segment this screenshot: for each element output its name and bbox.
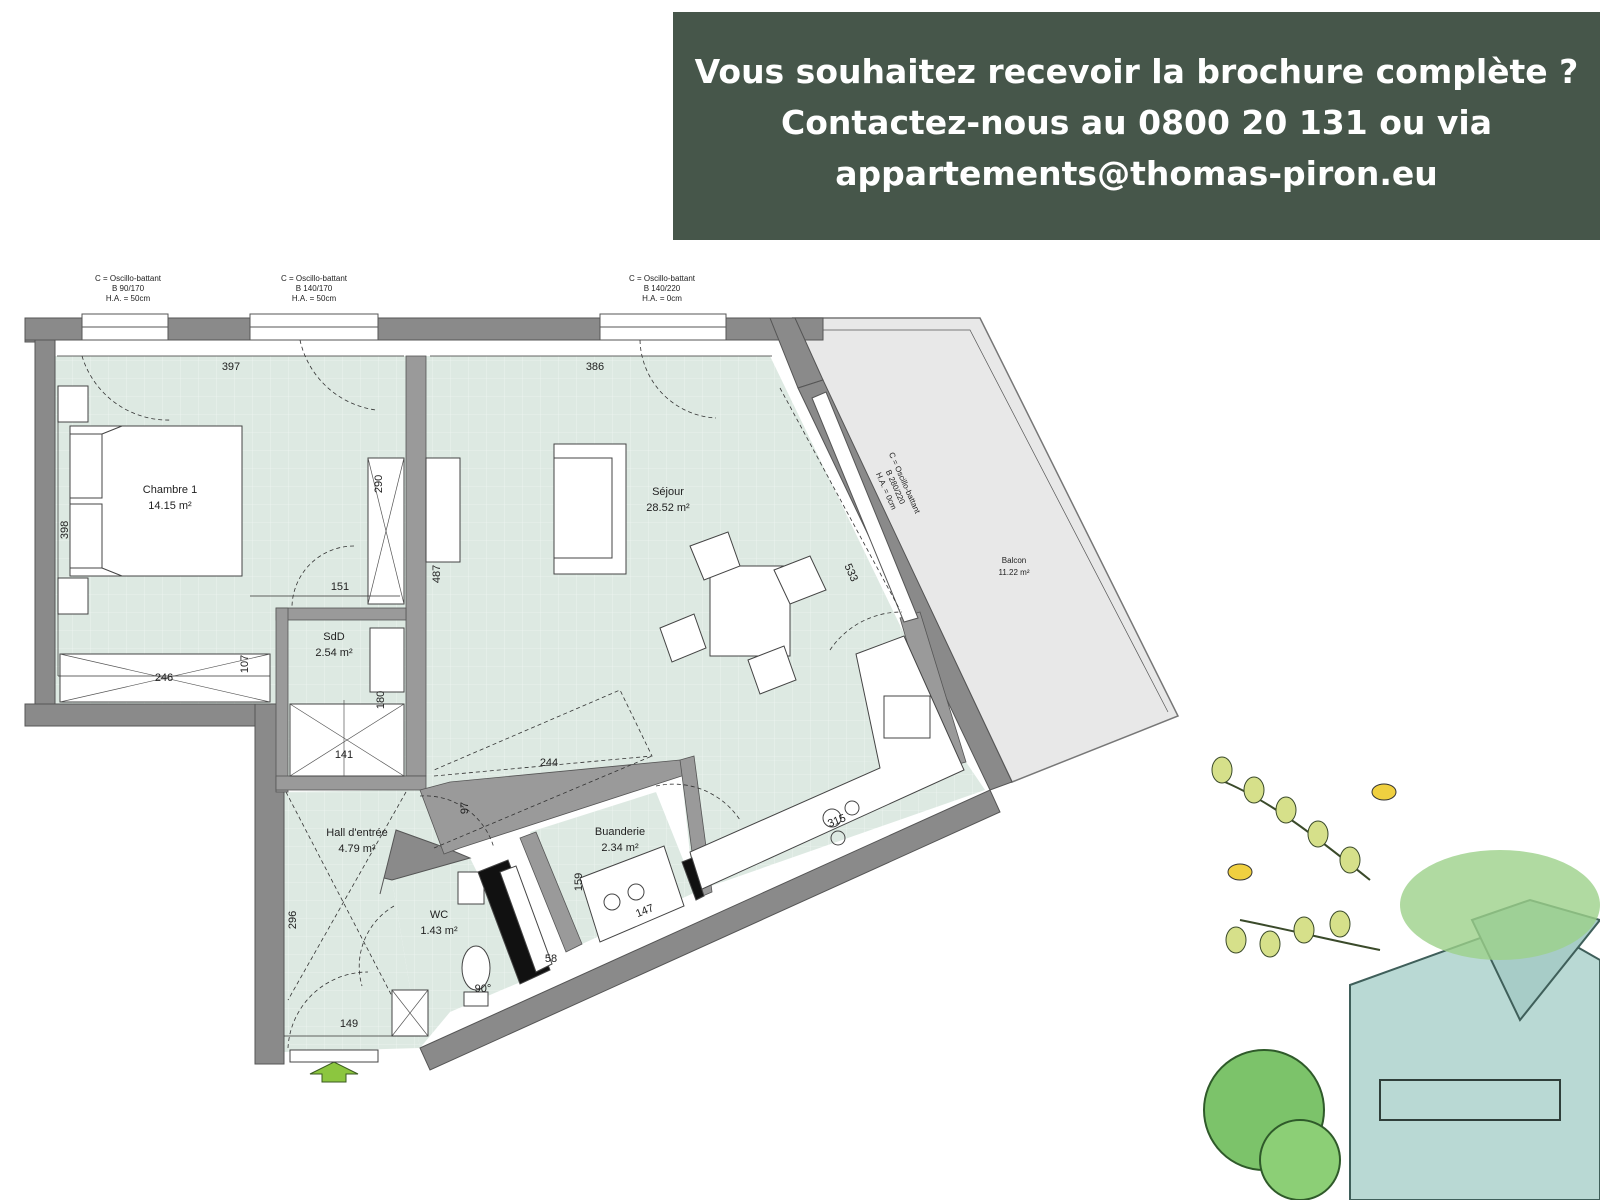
- room-area-wc: 1.43 m²: [420, 925, 458, 937]
- svg-text:C = Oscillo-battant: C = Oscillo-battant: [95, 274, 162, 283]
- entrance-door: [289, 1049, 379, 1063]
- room-name-balcon: Balcon: [1002, 556, 1026, 565]
- svg-text:C = Oscillo-battant: C = Oscillo-battant: [629, 274, 696, 283]
- laundry-fixtures: [579, 845, 705, 943]
- dim-107: 107: [239, 655, 251, 673]
- svg-text:H.A. = 50cm: H.A. = 50cm: [292, 294, 337, 303]
- svg-text:B 140/170: B 140/170: [296, 284, 333, 293]
- room-name-hall: Hall d'entrée: [326, 827, 387, 839]
- dim-149: 149: [340, 1018, 358, 1030]
- dimension-lines: [57, 355, 772, 1037]
- window-label-3: C = Oscillo-battant B 140/220 H.A. = 0cm: [629, 274, 696, 303]
- hall-dashed: [285, 791, 429, 1037]
- room-area-hall: 4.79 m²: [338, 843, 376, 855]
- entrance-arrow: [309, 1061, 359, 1083]
- balcony-inner-edge: [806, 329, 1169, 713]
- svg-text:H.A. = 0cm: H.A. = 0cm: [642, 294, 682, 303]
- banner-line-1: Vous souhaitez recevoir la brochure comp…: [694, 51, 1579, 91]
- decorative-illustration: [1203, 756, 1600, 1200]
- room-area-balcon: 11.22 m²: [999, 568, 1030, 577]
- dim-97: 97: [459, 802, 471, 814]
- living-furniture: [425, 443, 827, 695]
- banner-line-3: appartements@thomas-piron.eu: [835, 153, 1438, 193]
- dim-290: 290: [373, 475, 385, 493]
- dim-141: 141: [335, 749, 353, 761]
- room-name-chambre: Chambre 1: [143, 484, 197, 496]
- dim-398: 398: [59, 521, 71, 539]
- dim-244: 244: [540, 757, 558, 769]
- dim-296: 296: [287, 911, 299, 929]
- svg-text:H.A. = 50cm: H.A. = 50cm: [106, 294, 151, 303]
- wardrobes: [59, 457, 405, 703]
- room-name-wc: WC: [430, 909, 448, 921]
- door-swings: [81, 339, 903, 1049]
- window-label-2: C = Oscillo-battant B 140/170 H.A. = 50c…: [281, 274, 348, 303]
- dim-58: 58: [545, 953, 557, 965]
- room-area-sejour: 28.52 m²: [646, 502, 690, 514]
- room-name-sdd: SdD: [323, 631, 344, 643]
- bathroom-fixtures: [289, 627, 405, 777]
- dim-180: 180: [375, 691, 387, 709]
- wc-fixtures: [457, 859, 553, 1007]
- dim-159: 159: [573, 873, 585, 891]
- banner-line-2: Contactez-nous au 0800 20 131 ou via: [781, 102, 1492, 142]
- svg-text:B 90/170: B 90/170: [112, 284, 145, 293]
- dim-90-degrees: 90°: [475, 983, 492, 995]
- room-area-buanderie: 2.34 m²: [601, 842, 639, 854]
- dim-386: 386: [586, 361, 604, 373]
- window-label-1: C = Oscillo-battant B 90/170 H.A. = 50cm: [95, 274, 162, 303]
- room-area-chambre: 14.15 m²: [148, 500, 192, 512]
- svg-text:B 140/220: B 140/220: [644, 284, 681, 293]
- room-area-sdd: 2.54 m²: [315, 647, 353, 659]
- dim-487: 487: [431, 565, 443, 583]
- kitchen-dashed: [433, 387, 901, 849]
- banner-text: Vous souhaitez recevoir la brochure comp…: [695, 46, 1579, 199]
- room-name-buanderie: Buanderie: [595, 826, 645, 838]
- dim-397: 397: [222, 361, 240, 373]
- room-name-sejour: Séjour: [652, 486, 684, 498]
- svg-text:C = Oscillo-battant: C = Oscillo-battant: [281, 274, 348, 283]
- brochure-banner: Vous souhaitez recevoir la brochure comp…: [673, 12, 1600, 240]
- windows: [81, 313, 919, 623]
- dim-151: 151: [331, 581, 349, 593]
- dim-246: 246: [155, 672, 173, 684]
